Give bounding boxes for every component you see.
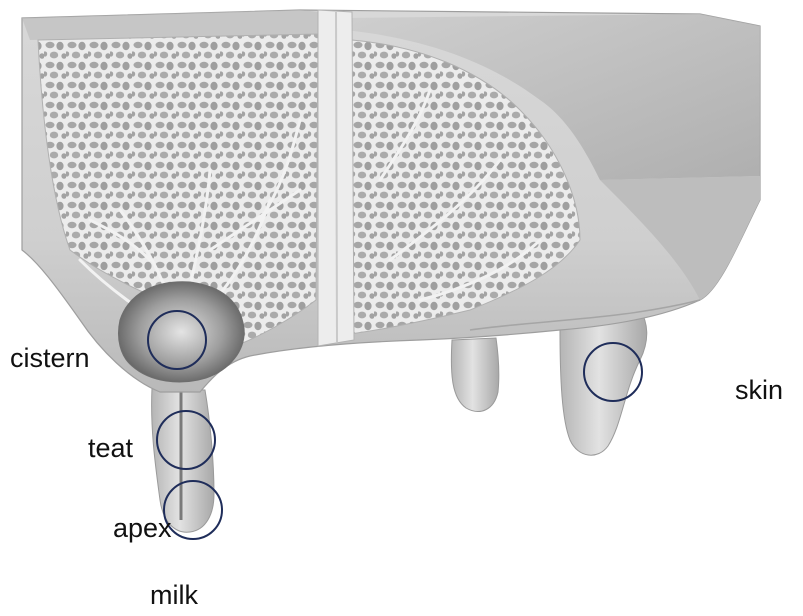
teat-left [152,388,214,532]
teat-right [560,310,647,455]
label-apex: apex [113,515,172,542]
label-teat: teat [88,435,133,462]
label-milk: milk [150,582,198,609]
teat-rear-small [451,338,498,411]
gland-cistern [119,282,245,382]
label-cistern: cistern [10,345,90,372]
label-skin: skin [735,377,783,404]
